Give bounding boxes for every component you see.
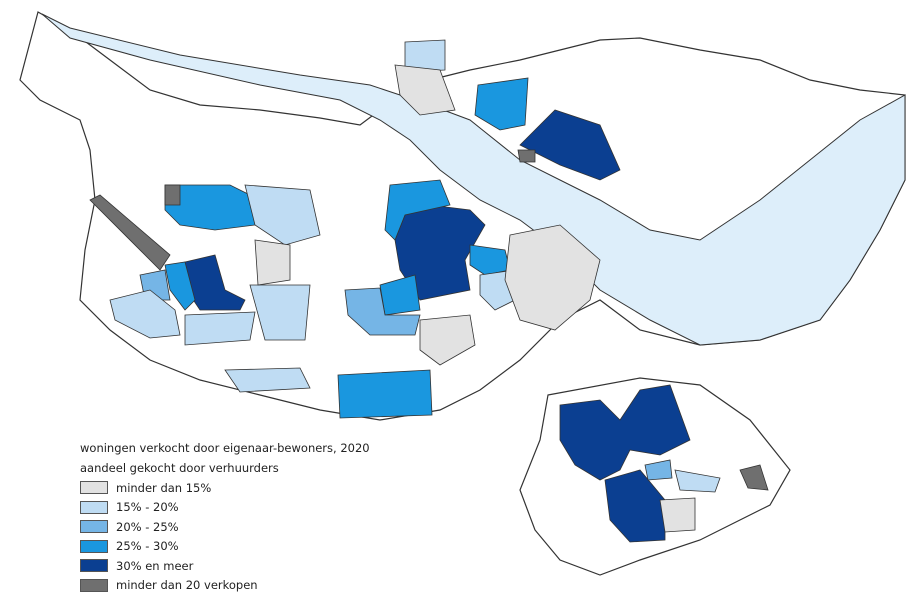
district-west-bright-1 [164,184,261,231]
legend: woningen verkocht door eigenaar-bewoners… [80,438,370,595]
district-zuidoost-dark-2 [604,469,666,543]
district-noord-fewsales [517,149,536,163]
district-zuidoost-light [674,469,721,493]
legend-label: 25% - 30% [116,539,179,554]
district-zuidoost-grey [659,497,696,533]
legend-item: 25% - 30% [80,537,370,557]
legend-label: 20% - 25% [116,519,179,534]
legend-item: 30% en meer [80,556,370,576]
district-zuid-bright-2 [337,369,433,419]
legend-swatch [80,481,108,495]
district-centrum-dark [394,204,486,301]
legend-item: 20% - 25% [80,517,370,537]
district-zuidoost-dark-1 [559,384,691,481]
district-west-fewsales [89,194,171,271]
legend-swatch [80,559,108,573]
legend-label: minder dan 20 verkopen [116,578,258,593]
district-noord-bright [474,77,529,131]
legend-label: 30% en meer [116,558,194,573]
legend-item: minder dan 15% [80,478,370,498]
district-oost-grey [504,224,601,331]
district-centrum-bright [384,179,451,241]
legend-swatch [80,520,108,534]
legend-item: minder dan 20 verkopen [80,576,370,596]
district-noord-dark [519,109,621,181]
district-zuidoost-fewsales [739,464,769,491]
district-top-fewsales [164,184,181,206]
legend-swatch [80,539,108,553]
district-west-light-4 [249,284,311,341]
district-west-light-3 [244,184,321,246]
district-zuid-mid [344,287,421,336]
district-zuid-grey [419,314,476,366]
legend-label: 15% - 20% [116,500,179,515]
district-west-light-1 [109,289,181,339]
district-noord-light [404,39,446,73]
legend-item: 15% - 20% [80,498,370,518]
legend-title: woningen verkocht door eigenaar-bewoners… [80,441,370,455]
legend-swatch [80,500,108,514]
district-west-light-2 [184,311,256,346]
legend-label: minder dan 15% [116,480,212,495]
district-zuid-light [224,367,311,393]
district-noord-grey [394,64,456,116]
district-west-bright-2 [164,261,196,311]
legend-swatch [80,578,108,592]
legend-subtitle: aandeel gekocht door verhuurders [80,461,279,475]
district-west-grey [254,239,291,286]
district-noord-mid [644,459,673,481]
